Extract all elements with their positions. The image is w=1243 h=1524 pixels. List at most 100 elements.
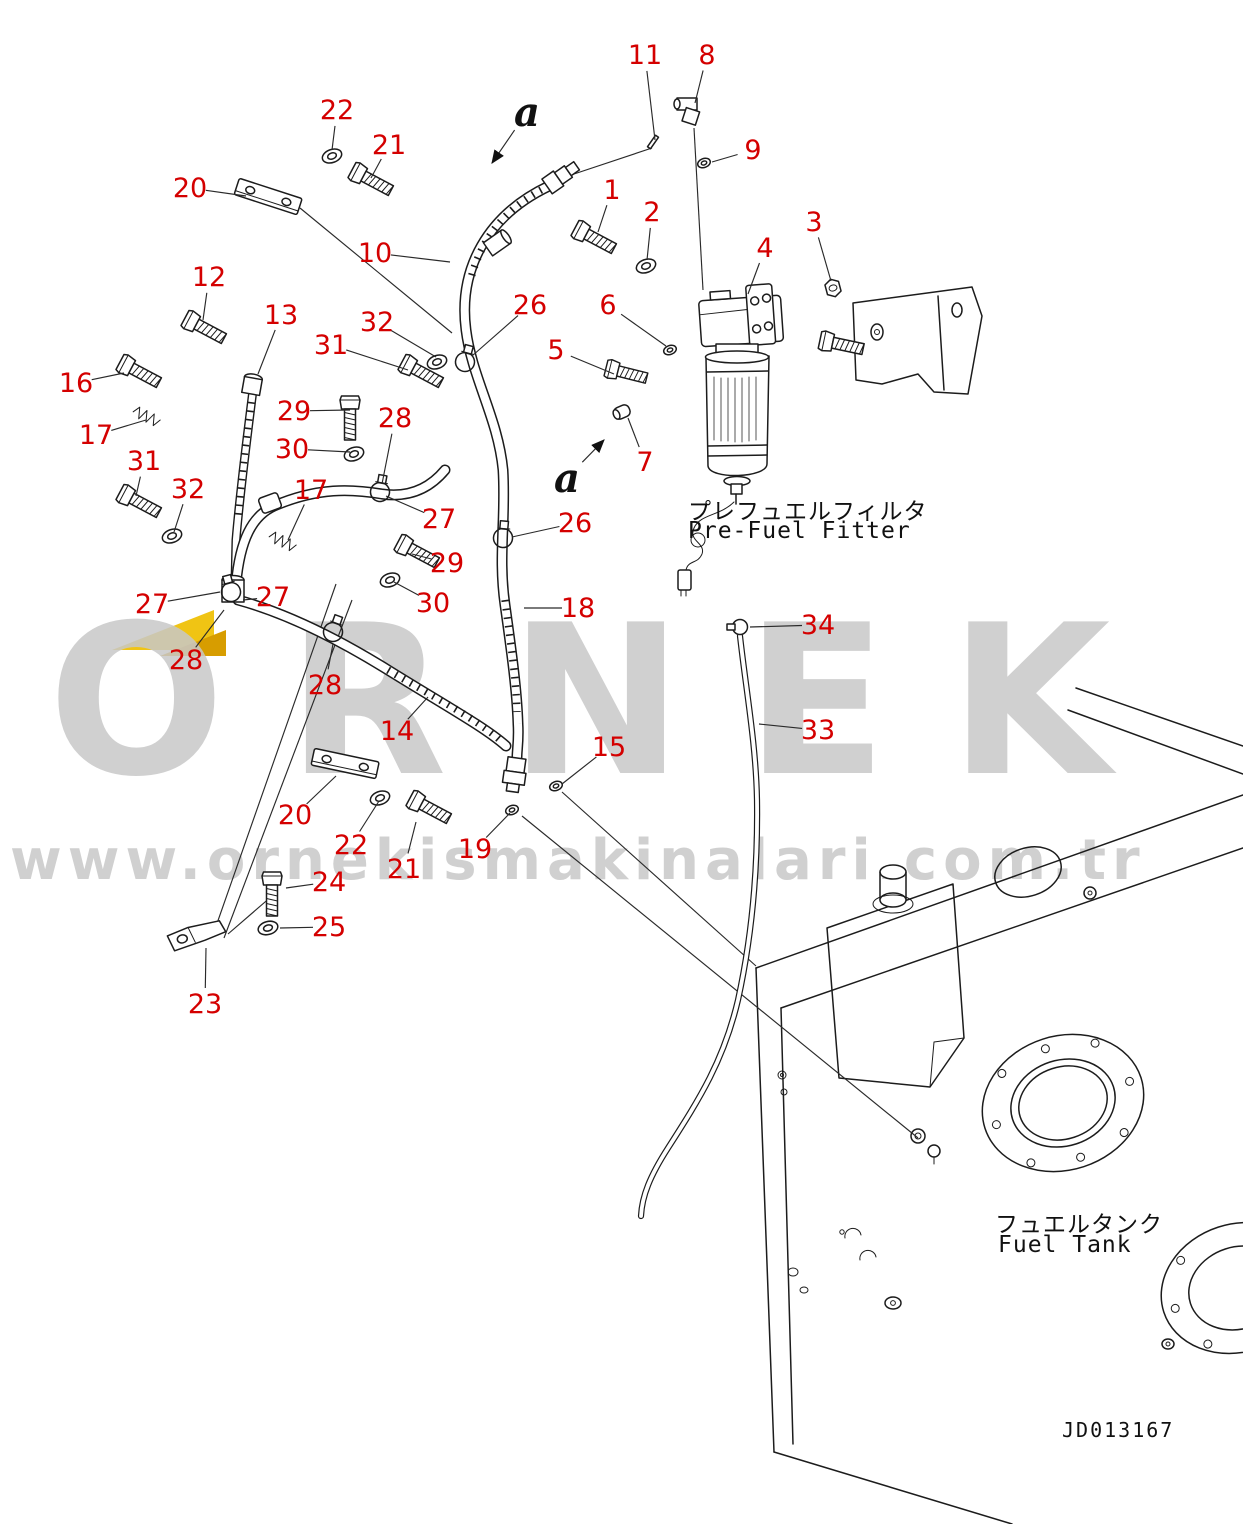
watermark-url: www.ornekismakinalari.com.tr bbox=[10, 828, 1146, 893]
leader-line-23 bbox=[204, 947, 207, 989]
leader-line-15 bbox=[561, 756, 597, 785]
filler-neck bbox=[872, 864, 914, 914]
fuel-tank-label-jp: フュエルタンク bbox=[995, 1212, 1163, 1238]
leader-line-28 bbox=[327, 643, 334, 670]
leader-line-21 bbox=[407, 821, 417, 854]
fuel-tank-outline bbox=[755, 687, 1243, 1524]
leader-line-27 bbox=[167, 591, 221, 602]
callout-15: 15 bbox=[592, 732, 626, 763]
elbow-fitting-8 bbox=[673, 97, 701, 126]
callout-21: 21 bbox=[372, 130, 406, 161]
elbow-fitting bbox=[257, 492, 283, 514]
leader-line-7 bbox=[627, 417, 640, 448]
callout-32: 32 bbox=[360, 307, 394, 338]
leader-line-3 bbox=[817, 237, 832, 282]
nut-3 bbox=[824, 278, 842, 298]
callout-28: 28 bbox=[169, 645, 203, 676]
callout-21: 21 bbox=[387, 854, 421, 885]
callout-32: 32 bbox=[171, 474, 205, 505]
leader-line-17 bbox=[287, 504, 305, 541]
callout-26: 26 bbox=[558, 508, 592, 539]
view-letter-a: a bbox=[514, 89, 540, 136]
hose-top-fitting bbox=[541, 160, 581, 195]
callout-8: 8 bbox=[698, 40, 715, 71]
callout-2: 2 bbox=[643, 197, 660, 228]
callout-27: 27 bbox=[135, 589, 169, 620]
leader-line-a bbox=[491, 129, 516, 164]
leader-line-5 bbox=[570, 355, 615, 375]
leader-line-24 bbox=[285, 883, 314, 889]
mounting-bracket bbox=[817, 278, 983, 395]
fuel-hoses bbox=[216, 160, 761, 1220]
leader-line-33 bbox=[758, 723, 803, 729]
callout-31: 31 bbox=[314, 330, 348, 361]
leader-line-22 bbox=[359, 800, 380, 832]
callout-22: 22 bbox=[334, 830, 368, 861]
leader-line-12 bbox=[202, 292, 208, 321]
leader-line-17 bbox=[111, 419, 147, 431]
callout-28: 28 bbox=[308, 670, 342, 701]
leader-line-8 bbox=[694, 70, 704, 104]
plug-7 bbox=[612, 404, 631, 420]
callout-1: 1 bbox=[603, 175, 620, 206]
filter-head bbox=[698, 283, 785, 348]
leader-line-21 bbox=[370, 158, 382, 179]
callout-33: 33 bbox=[801, 715, 835, 746]
construction-lines bbox=[213, 127, 919, 1139]
callout-24: 24 bbox=[312, 867, 346, 898]
pipe-top-fitting bbox=[240, 373, 264, 397]
callout-5: 5 bbox=[547, 335, 564, 366]
callout-7: 7 bbox=[636, 447, 653, 478]
callout-12: 12 bbox=[192, 262, 226, 293]
callout-14: 14 bbox=[380, 716, 414, 747]
callout-11: 11 bbox=[628, 40, 662, 71]
callout-22: 22 bbox=[320, 95, 354, 126]
leader-line-27 bbox=[385, 495, 425, 514]
fuel-tank-label-en: Fuel Tank bbox=[998, 1232, 1132, 1258]
pre-fuel-filter-label-jp: プレフュエルフィルタ bbox=[688, 499, 928, 525]
callout-30: 30 bbox=[416, 588, 450, 619]
callout-17: 17 bbox=[294, 475, 328, 506]
leader-line-2 bbox=[646, 227, 651, 261]
leader-line-20 bbox=[306, 775, 337, 805]
callout-30: 30 bbox=[275, 434, 309, 465]
view-letter-a: a bbox=[554, 455, 580, 502]
drawing-number: JD013167 bbox=[1062, 1418, 1175, 1442]
leader-line-6 bbox=[620, 313, 667, 347]
leader-line-34 bbox=[749, 624, 803, 628]
callout-9: 9 bbox=[744, 135, 761, 166]
callout-20: 20 bbox=[278, 800, 312, 831]
callout-28: 28 bbox=[378, 403, 412, 434]
leader-line-4 bbox=[747, 262, 761, 295]
callout-27: 27 bbox=[256, 582, 290, 613]
leader-line-10 bbox=[390, 254, 451, 263]
callout-31: 31 bbox=[127, 446, 161, 477]
fasteners bbox=[114, 145, 659, 952]
callout-3: 3 bbox=[805, 207, 822, 238]
leader-line-31 bbox=[346, 349, 409, 371]
pre-fuel-filter-label-en: Pre-Fuel Fitter bbox=[688, 518, 911, 544]
callout-18: 18 bbox=[561, 593, 595, 624]
tube-clamp-34 bbox=[726, 618, 749, 636]
hose-mid-connector bbox=[482, 229, 512, 257]
leader-line-32 bbox=[173, 504, 184, 533]
leader-line-a bbox=[581, 439, 605, 463]
bracket-plate-23 bbox=[166, 920, 227, 952]
hose-bottom-fitting bbox=[501, 755, 527, 794]
callout-25: 25 bbox=[312, 912, 346, 943]
leader-line-19 bbox=[485, 812, 511, 838]
leader-line-1 bbox=[597, 205, 608, 233]
callout-27: 27 bbox=[422, 504, 456, 535]
callout-16: 16 bbox=[59, 368, 93, 399]
leader-line-30 bbox=[307, 449, 351, 453]
callout-10: 10 bbox=[358, 238, 392, 269]
leader-line-13 bbox=[257, 329, 276, 375]
callout-17: 17 bbox=[79, 420, 113, 451]
pre-fuel-filter-assembly bbox=[602, 97, 785, 636]
callout-34: 34 bbox=[801, 610, 835, 641]
callout-6: 6 bbox=[599, 290, 616, 321]
leader-line-28 bbox=[195, 609, 225, 648]
